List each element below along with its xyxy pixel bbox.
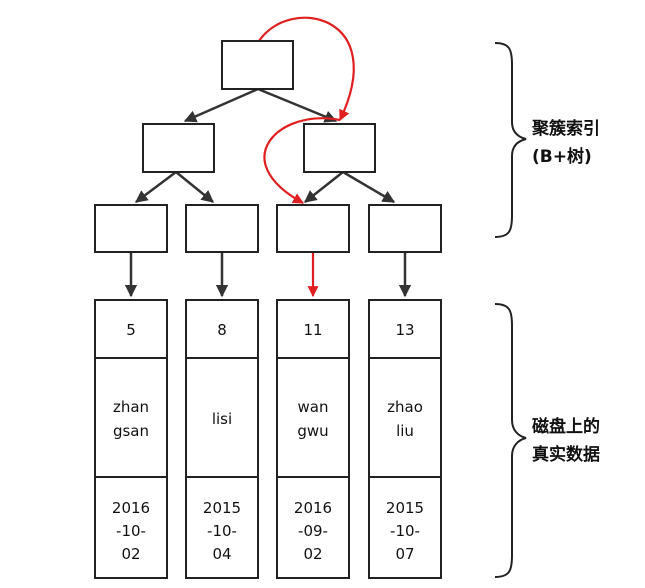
record-date-line2: -09- <box>298 522 328 540</box>
edge-inner-left-leaf1 <box>135 171 177 203</box>
search-path-inner-to-leaf <box>263 117 341 204</box>
record-11: 11 wan gwu 2016 -09- 02 <box>276 299 350 579</box>
record-name-line2: liu <box>396 422 414 440</box>
record-5: 5 zhan gsan 2016 -10- 02 <box>94 299 168 579</box>
record-id: 5 <box>126 321 136 339</box>
edge-inner-right-leaf4 <box>342 170 396 204</box>
record-date-line2: -10- <box>390 522 420 540</box>
edge-inner-left-leaf2 <box>175 171 214 203</box>
record-id: 11 <box>303 321 322 339</box>
record-8: 8 lisi 2015 -10- 04 <box>185 299 259 579</box>
record-date-line2: -10- <box>207 522 237 540</box>
leaf-node-4 <box>368 204 442 253</box>
search-path <box>258 16 355 298</box>
leaf-node-3 <box>276 204 350 253</box>
edge-inner-right-leaf3 <box>304 171 344 203</box>
record-name-line2: gsan <box>113 422 149 440</box>
record-name-line2: gwu <box>297 422 328 440</box>
leaf-node-1 <box>94 204 168 253</box>
record-date-line1: 2015 <box>386 499 424 517</box>
disk-label-line2: 真实数据 <box>532 444 600 465</box>
root-node <box>221 40 294 90</box>
record-date-line3: 02 <box>121 545 140 563</box>
record-date-line3: 04 <box>212 545 231 563</box>
leaf-node-2 <box>185 204 259 253</box>
index-brace <box>494 42 527 238</box>
edge-root-right <box>257 87 338 123</box>
tree-edges <box>124 87 412 298</box>
disk-label-line1: 磁盘上的 <box>532 416 600 437</box>
record-date-line1: 2015 <box>203 499 241 517</box>
btree-nodes <box>94 40 442 253</box>
record-id: 13 <box>395 321 414 339</box>
record-13: 13 zhao liu 2015 -10- 07 <box>368 299 442 579</box>
inner-node-left <box>142 123 215 173</box>
inner-node-right <box>303 123 376 173</box>
index-label-line1: 聚簇索引 <box>531 118 600 139</box>
record-name-line1: zhan <box>113 398 149 416</box>
index-label-line2: (B+树) <box>532 147 592 167</box>
record-date-line1: 2016 <box>112 499 150 517</box>
disk-brace <box>494 303 527 578</box>
record-date-line3: 02 <box>303 545 322 563</box>
record-box <box>94 299 168 579</box>
record-box <box>368 299 442 579</box>
record-name-line1: zhao <box>387 398 423 416</box>
record-date-line1: 2016 <box>294 499 332 517</box>
record-date-line3: 07 <box>395 545 414 563</box>
record-name-line1: lisi <box>212 410 232 428</box>
record-date-line2: -10- <box>116 522 146 540</box>
record-box <box>185 299 259 579</box>
record-id: 8 <box>217 321 227 339</box>
record-name-line1: wan <box>298 398 329 416</box>
edge-root-left <box>183 87 259 123</box>
search-path-root-to-inner <box>258 16 355 121</box>
record-box <box>276 299 350 579</box>
